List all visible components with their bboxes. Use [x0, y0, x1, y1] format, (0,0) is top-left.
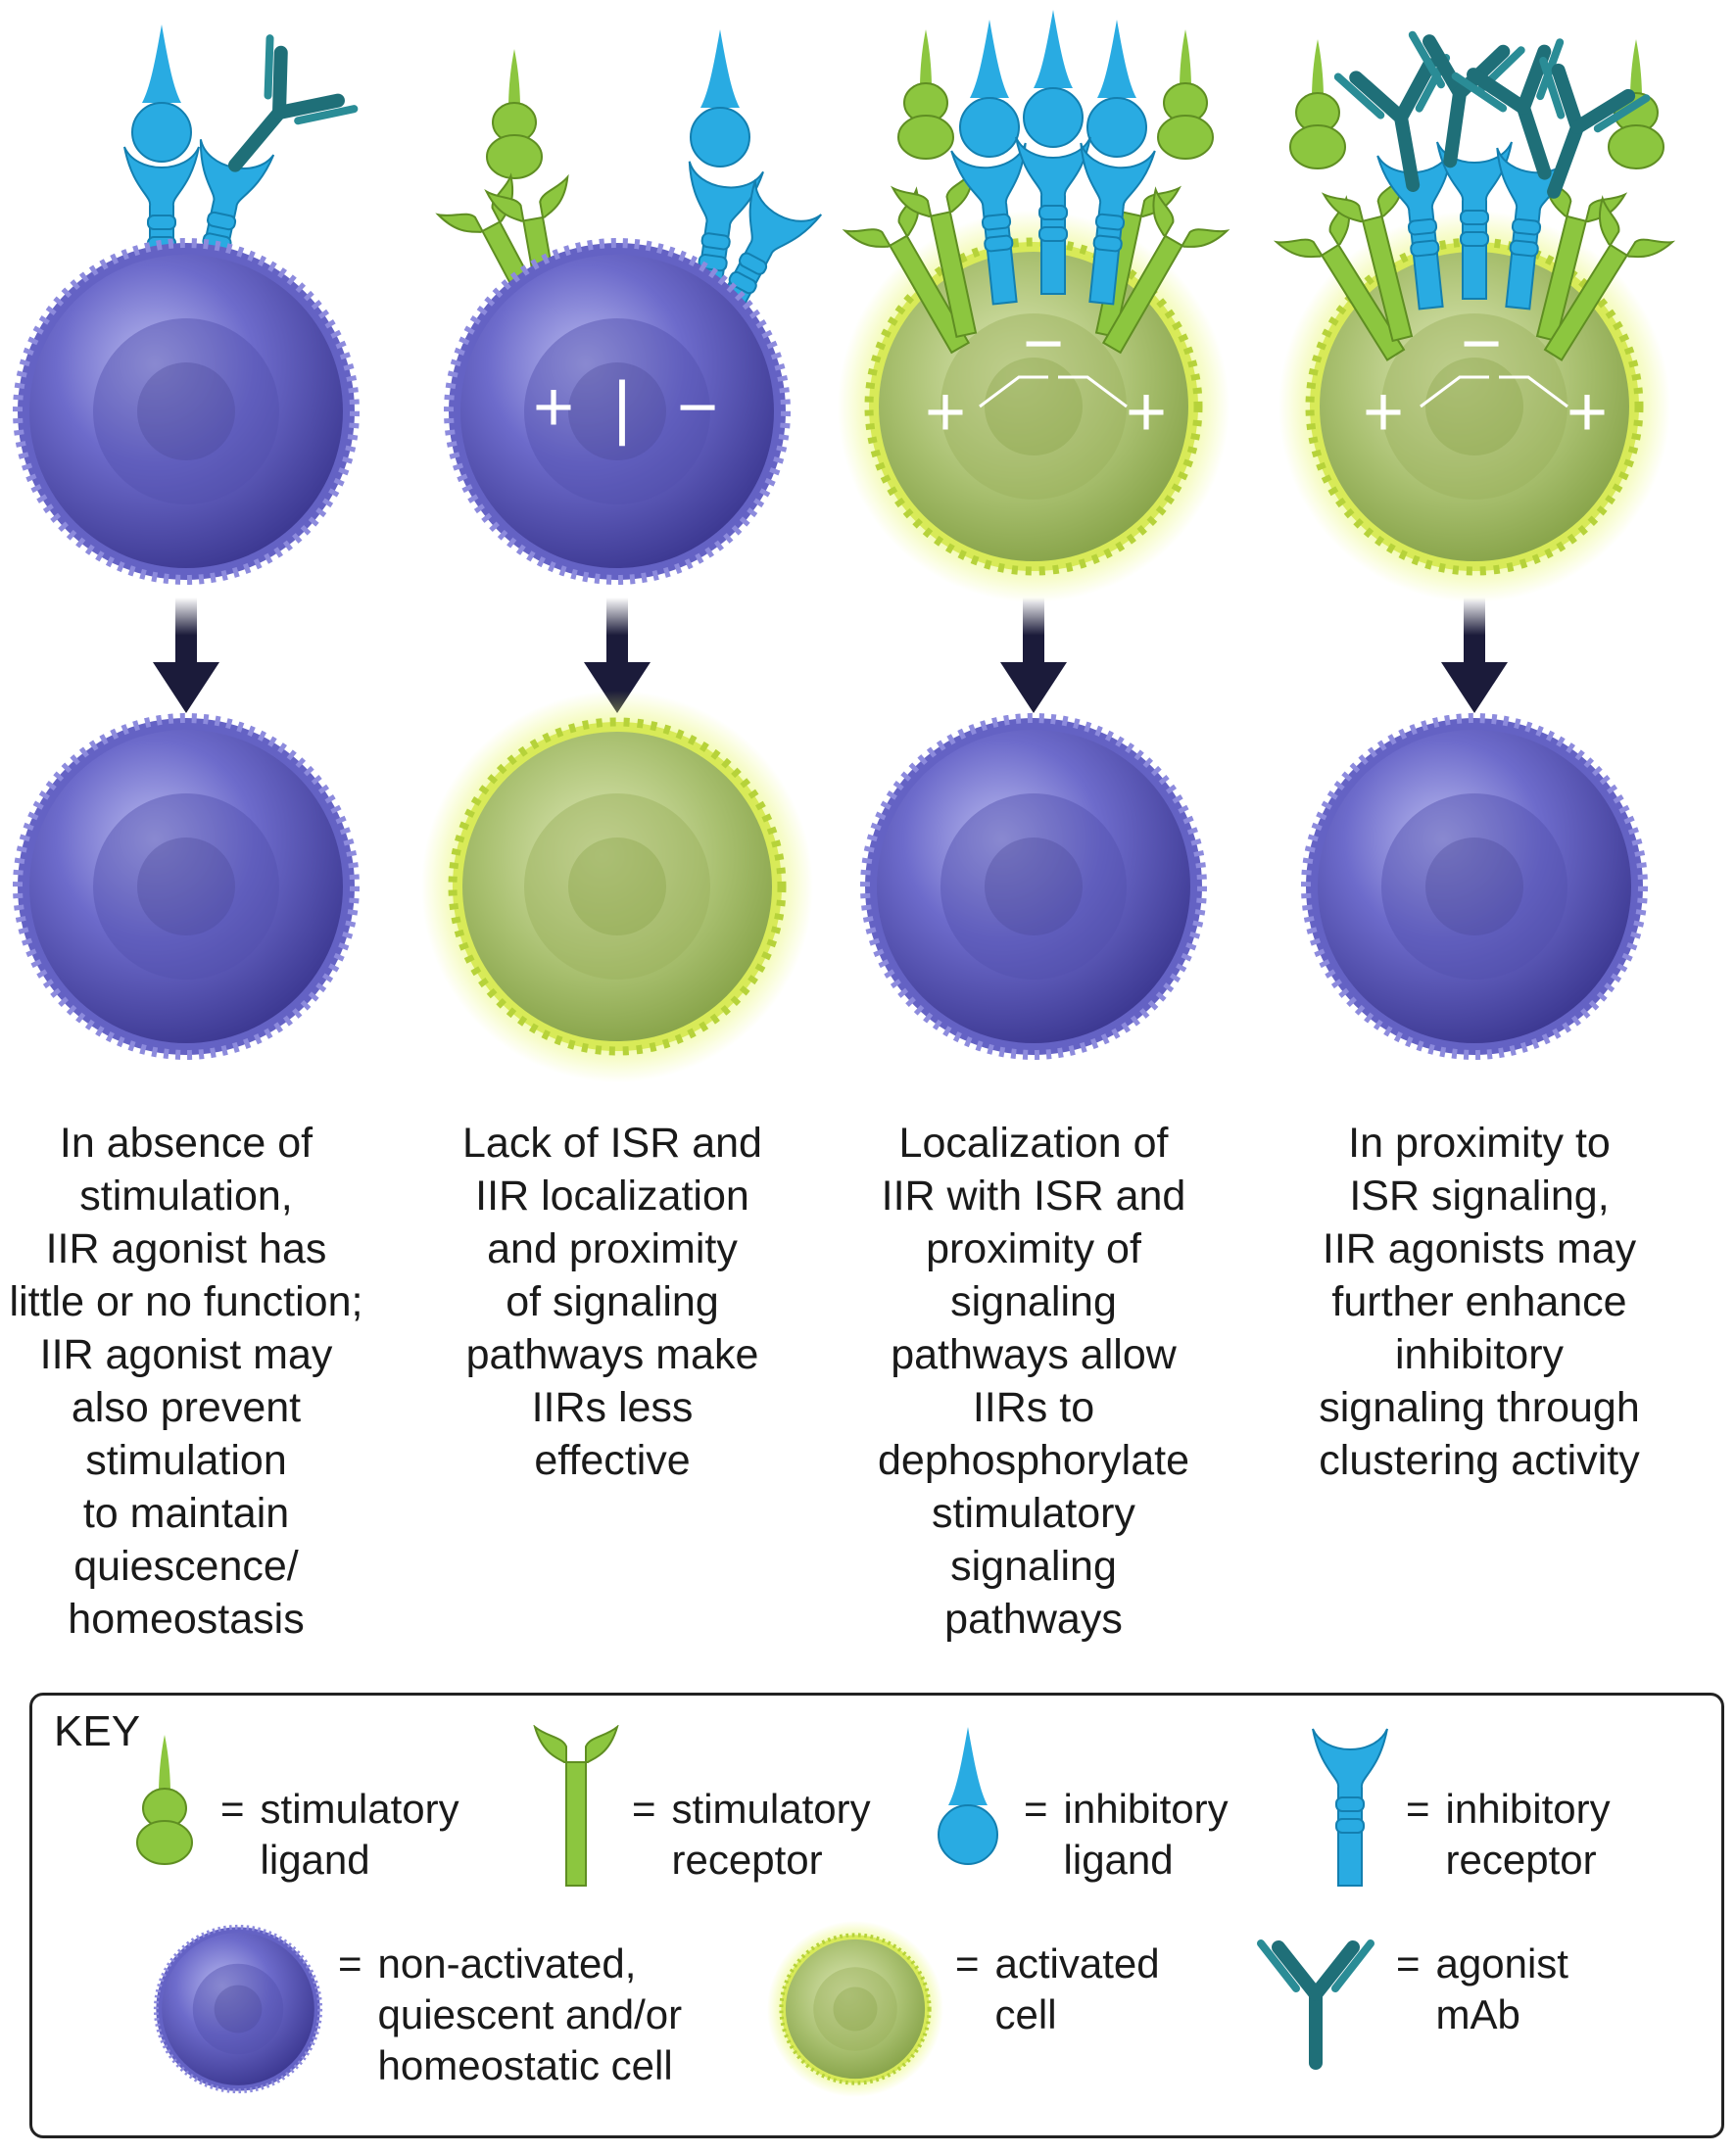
diagram-canvas: + | − + − +	[0, 9, 1736, 1665]
plus-sign: +	[533, 368, 574, 447]
non-activated-cell-icon	[150, 1921, 326, 2097]
key-item-inhibitory-ligand: = inhibitory ligand	[924, 1725, 1229, 1886]
key-item-agonist-mab: = agonist mAb	[1247, 1921, 1568, 2087]
stimulatory-ligand-icon	[897, 28, 954, 160]
stimulatory-ligand-icon	[1157, 28, 1214, 160]
panel-2-top: + | −	[437, 28, 823, 580]
agonist-mab-icon	[1247, 1921, 1384, 2087]
activated-cell	[838, 211, 1230, 602]
key-label: agonist mAb	[1435, 1940, 1568, 2037]
panel-3-top: + − +	[838, 9, 1230, 602]
plus-sign-left: +	[925, 373, 966, 452]
plus-sign-left: +	[1363, 373, 1404, 452]
inhibitory-ligand-icon	[131, 24, 192, 163]
inhibitory-ligand-icon	[1086, 19, 1147, 158]
key-item-inhibitory-receptor: = inhibitory receptor	[1306, 1725, 1611, 1891]
inhibitory-ligand-icon	[938, 1726, 998, 1865]
key-label: inhibitory receptor	[1445, 1786, 1611, 1883]
stimulatory-ligand-icon	[1289, 38, 1346, 169]
quiescent-cell-result-3	[865, 718, 1202, 1055]
minus-sign: −	[677, 368, 718, 447]
panel-3-caption: Localization of IIR with ISR and proximi…	[878, 1120, 1189, 1643]
stimulatory-ligand-icon	[136, 1734, 193, 1865]
key-label: inhibitory ligand	[1063, 1786, 1229, 1883]
key-item-non-activated-cell: = non-activated, quiescent and/or homeos…	[150, 1921, 682, 2097]
minus-sign: −	[1461, 305, 1502, 383]
key-label: stimulatory ligand	[260, 1786, 459, 1883]
activated-cell-icon	[767, 1921, 943, 2097]
inhibitory-ligand-icon	[959, 19, 1020, 158]
stimulatory-receptor-icon	[534, 1726, 618, 1887]
key-label: activated cell	[994, 1940, 1160, 2037]
key-title: KEY	[54, 1707, 141, 1755]
inhibitory-receptor-icon	[1312, 1728, 1388, 1887]
down-arrow-4	[1441, 598, 1508, 713]
key-label: non-activated, quiescent and/or homeosta…	[377, 1940, 683, 2088]
stimulatory-ligand-icon	[486, 48, 543, 179]
key-label: stimulatory receptor	[671, 1786, 871, 1883]
key-item-stimulatory-receptor: = stimulatory receptor	[532, 1725, 871, 1891]
key-item-activated-cell: = activated cell	[767, 1921, 1160, 2097]
down-arrow-1	[153, 598, 219, 713]
quiescent-cell	[18, 243, 355, 580]
panel-1-top	[18, 24, 355, 580]
inhibitory-ligand-icon	[1023, 9, 1084, 148]
panel-4-caption: In proximity to ISR signaling, IIR agoni…	[1319, 1120, 1640, 1484]
down-arrow-3	[1000, 598, 1067, 713]
key-item-stimulatory-ligand: = stimulatory ligand	[121, 1725, 459, 1886]
minus-sign: −	[1023, 305, 1064, 383]
panel-4-top: + − +	[1277, 35, 1672, 602]
key-box: KEY = stimulatory ligand = stimulatory r…	[29, 1693, 1724, 2138]
plus-sign-right: +	[1567, 373, 1608, 452]
activated-cell-result-2	[421, 691, 813, 1082]
inhibitory-ligand-icon	[690, 28, 750, 168]
quiescent-cell-result-1	[18, 718, 355, 1055]
plus-sign-right: +	[1126, 373, 1167, 452]
panel-2-caption: Lack of ISR and IIR localization and pro…	[462, 1120, 762, 1484]
divider-sign: |	[613, 368, 632, 447]
quiescent-cell-result-4	[1306, 718, 1643, 1055]
panel-1-caption: In absence of stimulation, IIR agonist h…	[9, 1120, 363, 1643]
